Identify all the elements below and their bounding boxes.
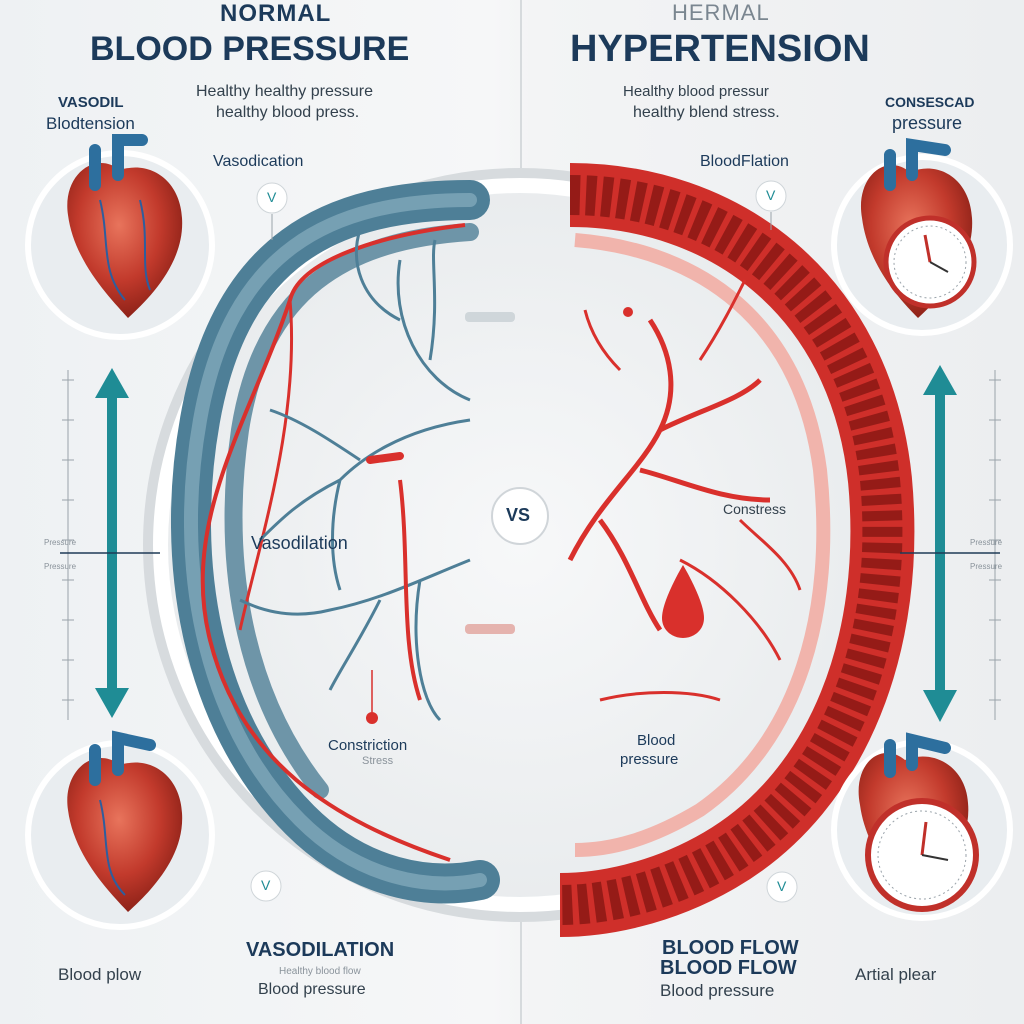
- left-subtitle-1: Healthy healthy pressure: [196, 83, 373, 100]
- left-scale-label-2: Pressure: [44, 562, 77, 571]
- left-title: BLOOD PRESSURE: [90, 30, 410, 68]
- vs-badge: VS: [506, 505, 531, 525]
- left-lower-label-sub: Stress: [362, 755, 394, 767]
- pressure-gauge-icon: [883, 215, 977, 309]
- right-center-label: Constress: [723, 501, 787, 517]
- right-corner-label: Artial plear: [855, 965, 937, 984]
- left-center-label: Vasodilation: [251, 533, 348, 553]
- right-bottom-title-2: BLOOD FLOW: [660, 957, 797, 979]
- heart-medallion-top-left: [25, 134, 215, 340]
- left-side-label-1: VASODIL: [58, 94, 124, 111]
- left-lower-label: Constriction: [328, 737, 408, 754]
- vs-badge-circle: [491, 487, 549, 545]
- right-badge-top: V: [766, 187, 776, 203]
- up-down-arrow-icon: [95, 365, 957, 722]
- right-side-label-2: pressure: [892, 113, 963, 133]
- heart-icon: [67, 134, 183, 318]
- left-kicker: NORMAL: [220, 0, 332, 27]
- right-bottom-title-1: BLOOD FLOW: [662, 937, 799, 959]
- pressure-gauge-icon: [865, 798, 979, 912]
- hypertensive-artery-illustration: [524, 163, 915, 937]
- right-side-label-1: CONSESCAD: [885, 94, 975, 110]
- right-lower-label-1: Blood: [637, 732, 676, 749]
- left-bottom-title: VASODILATION: [246, 939, 395, 961]
- right-scale-label-1: Pressure: [970, 538, 1003, 547]
- left-corner-label: Blood plow: [58, 965, 142, 984]
- left-badge-top: V: [267, 189, 277, 205]
- scale-ticks: [60, 370, 1001, 720]
- right-scale-label-2: Pressure: [970, 562, 1003, 571]
- left-side-label-2: Blodtension: [46, 114, 135, 133]
- v-badges: [250, 180, 798, 903]
- heart-icon: [67, 730, 183, 912]
- left-subtitle-2: healthy blood press.: [216, 104, 360, 121]
- blood-drop-icon: [662, 565, 704, 638]
- right-inner-label-top: BloodFlation: [700, 153, 789, 170]
- heart-medallion-bottom-left: [25, 730, 215, 930]
- right-badge-bottom: V: [777, 878, 787, 894]
- left-bottom-sub-1: Healthy blood flow: [279, 966, 361, 977]
- right-bottom-sub: Blood pressure: [660, 981, 775, 1000]
- right-kicker: HERMAL: [672, 0, 770, 25]
- right-title: HYPERTENSION: [570, 28, 870, 70]
- right-subtitle-2: healthy blend stress.: [633, 104, 780, 121]
- left-scale-label-1: Pressure: [44, 538, 77, 547]
- left-inner-label-top: Vasodication: [213, 153, 304, 170]
- heart-gauge-medallion-top-right: [831, 138, 1013, 336]
- right-lower-label-2: pressure: [620, 751, 679, 768]
- right-subtitle-1: Healthy blood pressur: [623, 83, 769, 100]
- heart-gauge-medallion-bottom-right: [831, 732, 1013, 921]
- normal-artery-illustration: [170, 175, 515, 905]
- left-badge-bottom: V: [261, 877, 271, 893]
- left-bottom-sub-2: Blood pressure: [258, 981, 366, 998]
